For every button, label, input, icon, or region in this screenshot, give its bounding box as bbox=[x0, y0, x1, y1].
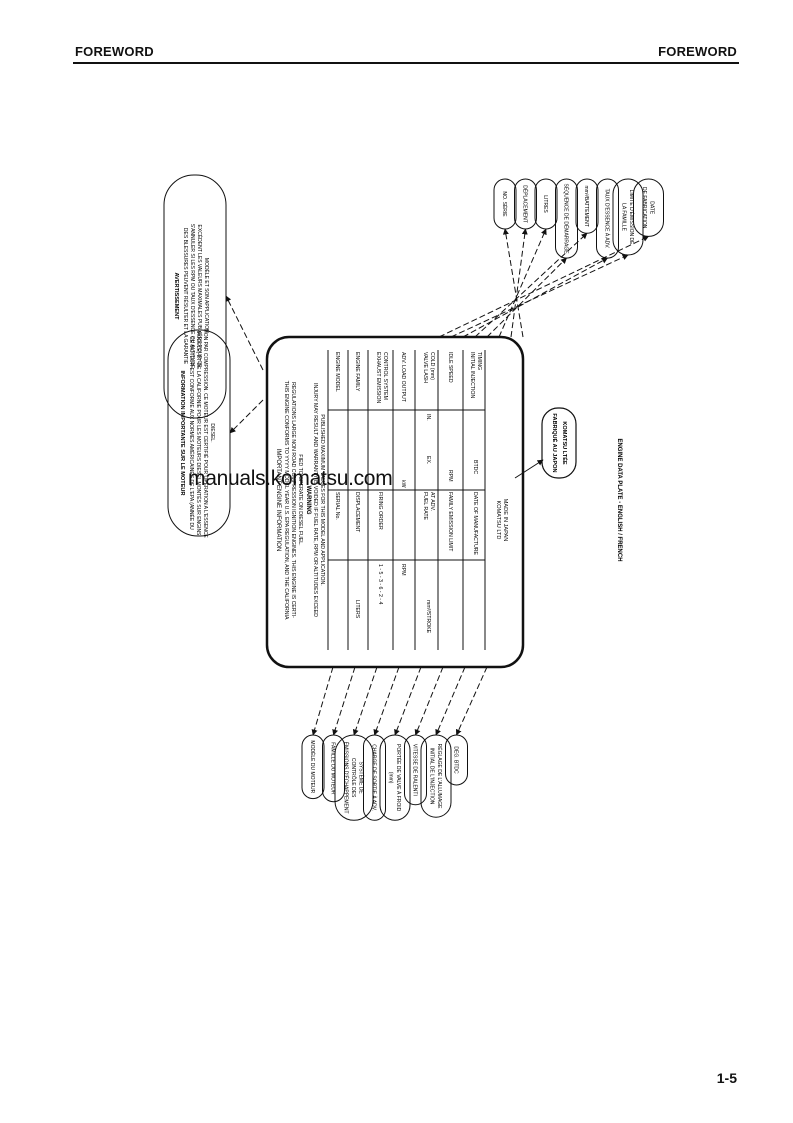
plate-intro-3: FIED TO OPERATE ON DIESEL FUEL. bbox=[297, 454, 303, 545]
row-control-system: CONTROL SYSTEM bbox=[382, 352, 388, 400]
header-left-title: FOREWORD bbox=[75, 44, 154, 59]
bottom-callout-7-text-0: DEG. BTDC bbox=[453, 746, 459, 774]
callout-avertissement: AVERTISSEMENT DES BLESSURES PEUVENT RÉSU… bbox=[163, 174, 227, 419]
header-rule bbox=[73, 62, 739, 64]
bottom-callout-5-text-0: VITESSE DE RALENTI bbox=[412, 744, 418, 796]
top-callout-5-text-0: TAUX D'ESSENCE À ADV. bbox=[604, 189, 611, 249]
row-valve-ex: EX. bbox=[425, 456, 431, 464]
bottom-callout-0-text-0: MODÈLE DU MOTEUR bbox=[309, 740, 316, 793]
bottom-callout-0: MODÈLE DU MOTEUR bbox=[301, 666, 334, 800]
plate-table bbox=[327, 350, 486, 650]
plate-warning-title: WARNING bbox=[305, 486, 311, 515]
top-callout-3: SÉQUENCE DE DÉMARRAGE bbox=[486, 178, 578, 338]
row-kw: kW bbox=[400, 480, 406, 488]
row-valve-in: IN. bbox=[425, 414, 431, 421]
bottom-callout-7: DEG. BTDC bbox=[445, 666, 488, 786]
top-callout-1: DÉPLACEMENT bbox=[510, 178, 537, 338]
svg-text:AVERTISSEMENT: AVERTISSEMENT bbox=[173, 272, 179, 320]
top-callout-5: TAUX D'ESSENCE À ADV. bbox=[462, 178, 619, 338]
top-callout-7-text-1: DE FABRICATION bbox=[641, 187, 647, 229]
top-callout-7-text-0: DATE bbox=[648, 201, 654, 215]
svg-text:MODÈLE) ET DE LA CALIFORNIE PO: MODÈLE) ET DE LA CALIFORNIE POUR LES MOT… bbox=[195, 331, 202, 536]
top-callout-3-text-0: SÉQUENCE DE DÉMARRAGE bbox=[563, 184, 570, 255]
diagram-caption: ENGINE DATA PLATE - ENGLISH / FRENCH bbox=[616, 438, 622, 561]
row-date-of-manufacture: DATE OF MANUFACTURE bbox=[472, 492, 478, 556]
callout-komatsu-fr: KOMATSU LTÉE FABRIQUÉ AU JAPON bbox=[514, 407, 577, 479]
plate-komatsu-ltd: KOMATSU LTD bbox=[495, 501, 501, 540]
row-valve-lash: VALVE LASH bbox=[422, 352, 428, 383]
row-rpm: RPM bbox=[400, 564, 406, 576]
bottom-callout-6-text-1: INITIAL DE L'INJECTION bbox=[428, 748, 434, 805]
svg-text:MODÈLE ET SON APPLICATION.: MODÈLE ET SON APPLICATION. bbox=[203, 258, 210, 334]
plate-warning-1: INJURY MAY RESULT AND WARRANTY IS VOIDED… bbox=[312, 383, 318, 617]
row-fuel-rate-adv: AT ADV. bbox=[429, 492, 435, 511]
row-engine-family: ENGINE FAMILY bbox=[354, 352, 360, 392]
bottom-callout-4: PORTÉE DE VALVE À FROID(mm) bbox=[379, 666, 422, 821]
row-btdc: BTDC bbox=[472, 460, 478, 474]
plate-frame bbox=[265, 335, 525, 669]
bottom-callout-1-text-0: FAMILLE DU MOTEUR bbox=[330, 742, 336, 795]
plate-made-in-japan: MADE IN JAPAN bbox=[502, 499, 508, 541]
bottom-callout-4-text-0: PORTÉE DE VALVE À FROID bbox=[395, 744, 402, 812]
bottom-callout-4-text-1: (mm) bbox=[387, 772, 393, 784]
top-callout-4-text-0: mm³/BATTEMENT bbox=[583, 186, 589, 227]
row-exhaust-emission: EXHAUST EMISSION bbox=[375, 352, 381, 403]
svg-text:EXCÈDENT LES VALEURS MAXIMALES: EXCÈDENT LES VALEURS MAXIMALES PUBLIÉES … bbox=[196, 225, 203, 369]
top-callout-2-text-0: LITRES bbox=[542, 195, 548, 213]
row-mm3-stroke: mm³/STROKE bbox=[425, 600, 431, 634]
top-callout-6-text-1: LA FAMILLE bbox=[620, 203, 626, 231]
top-callout-6-text-0: LIMITE D'ÉMISSION DE bbox=[628, 190, 635, 246]
row-initial-injection: INITIAL INJECTION bbox=[469, 352, 475, 398]
row-idle-speed: IDLE SPEED bbox=[447, 352, 453, 383]
bottom-callout-3: CHARGE DE SORTIE À ADV. bbox=[363, 666, 400, 821]
bottom-callout-6-text-0: RÉGLAGE DE L'ALLUMAGE bbox=[436, 744, 443, 810]
row-firing-sequence: 1 - 5 - 3 - 6 - 2 - 4 bbox=[377, 564, 383, 604]
row-idle-rpm: RPM bbox=[447, 470, 453, 482]
row-timing: TIMING bbox=[476, 352, 482, 370]
svg-text:DIESEL.: DIESEL. bbox=[209, 423, 215, 442]
bottom-callout-2-text-2: ÉMISSIONS D'ÉCHAPPEMENT bbox=[343, 742, 350, 814]
row-family-emission-limit: FAMILY EMISSION LIMIT bbox=[447, 492, 453, 552]
header-right-title: FOREWORD bbox=[658, 44, 737, 59]
row-valve-lash-cold: COLD (mm) bbox=[429, 352, 435, 380]
svg-text:FABRIQUÉ AU JAPON: FABRIQUÉ AU JAPON bbox=[551, 413, 559, 472]
svg-text:INFORMATION IMPORTANTE SUR LE: INFORMATION IMPORTANTE SUR LE MOTEUR bbox=[179, 370, 185, 495]
plate-title: IMPORTANT ENGINE INFORMATION bbox=[275, 449, 281, 552]
bottom-callout-5: VITESSE DE RALENTI bbox=[404, 666, 444, 806]
top-callout-0-text-0: NO. SÉRIE bbox=[501, 191, 508, 217]
row-fuel-rate: FUEL RATE bbox=[422, 492, 428, 520]
top-callout-1-text-0: DÉPLACEMENT bbox=[522, 185, 529, 223]
plate-intro-1: THIS ENGINE CONFORMS TO YYYY MODEL YEAR … bbox=[283, 381, 289, 620]
row-serial-no: SERIAL No. bbox=[334, 492, 340, 520]
svg-text:KOMATSU LTÉE: KOMATSU LTÉE bbox=[561, 421, 569, 465]
top-callout-2: LITRES bbox=[498, 178, 558, 338]
plate-warning-2: PUBLISHED MAXIMUM VALUES FOR THIS MODEL … bbox=[319, 414, 325, 585]
top-callout-0: NO. SÉRIE bbox=[493, 178, 524, 338]
top-callout-4: mm³/BATTEMENT bbox=[474, 178, 599, 338]
bottom-callout-3-text-0: CHARGE DE SORTIE À ADV. bbox=[371, 744, 378, 811]
row-displacement: DISPLACEMENT bbox=[354, 492, 360, 533]
bottom-callout-2-text-1: CONTRÔLE DES bbox=[350, 758, 357, 798]
bottom-callout-2-text-0: SYSTÈME DE bbox=[358, 762, 365, 795]
plate-intro-2: REGULATIONS LARGE NON ROAD COMPRESSION I… bbox=[290, 382, 296, 618]
svg-text:CE MOTEUR EST CONFORME AUX NOR: CE MOTEUR EST CONFORME AUX NORMES AMÉRIC… bbox=[188, 336, 195, 530]
bottom-callout-1: FAMILLE DU MOTEUR bbox=[322, 666, 356, 803]
watermark-text: manuals.komatsu.com bbox=[188, 467, 393, 490]
svg-text:S'ANNULER SI LES RPM OU TAUX D: S'ANNULER SI LES RPM OU TAUX D'ESSENCE O… bbox=[189, 224, 195, 369]
svg-text:TION PAR COMPRESSION. CE MOTEU: TION PAR COMPRESSION. CE MOTEUR EST CERT… bbox=[202, 328, 209, 538]
row-engine-model: ENGINE MODEL bbox=[334, 352, 340, 392]
row-firing-order: FIRING ORDER bbox=[377, 492, 383, 530]
svg-text:DES BLESSURES PEUVENT RÉSULTER: DES BLESSURES PEUVENT RÉSULTER ET LA GAR… bbox=[182, 228, 189, 365]
row-adv-load-output: ADV. LOAD OUTPUT bbox=[400, 352, 406, 403]
page-number: 1-5 bbox=[716, 1070, 737, 1086]
row-liters: LITERS bbox=[354, 600, 360, 619]
